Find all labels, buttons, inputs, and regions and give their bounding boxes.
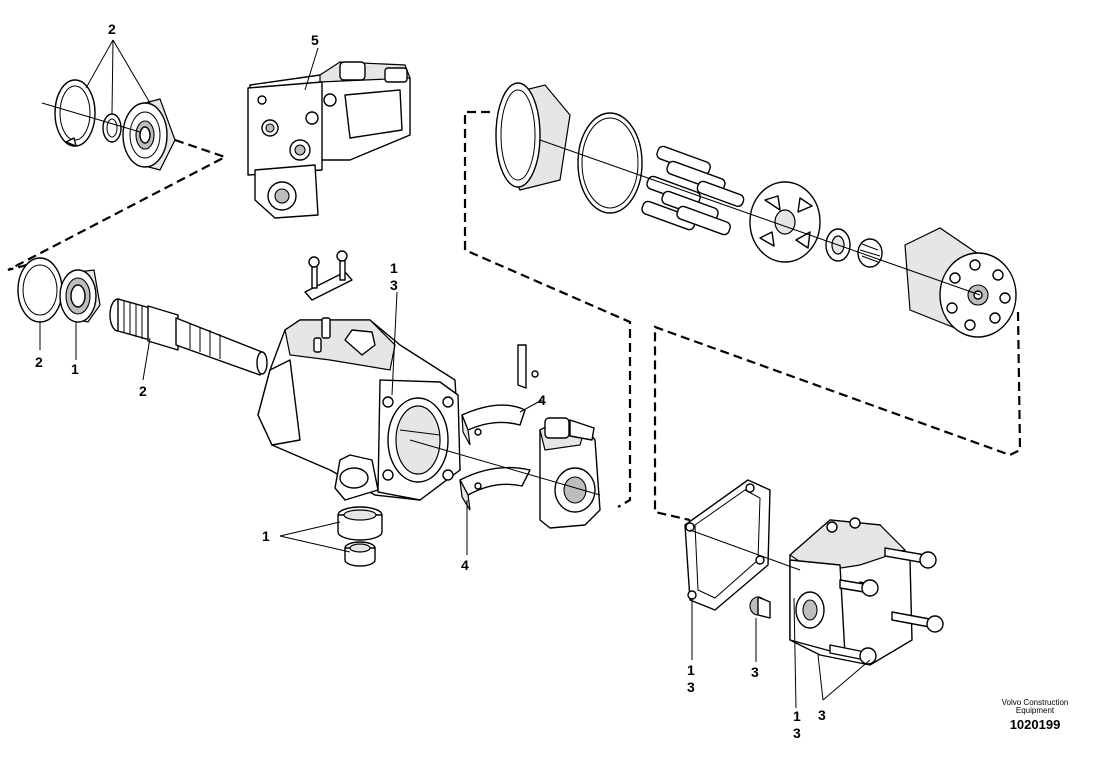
- swash-plate-part: [539, 417, 601, 529]
- shaft-seal-ring-part: [17, 257, 63, 323]
- axis-line-4: [689, 529, 801, 571]
- callout-5-top: 5: [311, 32, 319, 48]
- piston-set-part: [641, 145, 745, 236]
- axis-line-2: [409, 439, 601, 496]
- bearing-shell-upper-part: [461, 404, 526, 446]
- callout-3-gasket: 3: [687, 679, 695, 695]
- callout-1-cover: 1: [793, 708, 801, 724]
- cylinder-block-part: [904, 227, 1017, 338]
- cylinder-liner-part: [495, 82, 571, 191]
- callout-3-cover: 3: [793, 725, 801, 741]
- callout-3-mid: 3: [390, 277, 398, 293]
- gasket-part: [684, 479, 771, 611]
- axis-line: [41, 102, 141, 133]
- drawing-number: 1020199: [1010, 717, 1061, 732]
- callout-2-left-a: 2: [35, 354, 43, 370]
- plug-upper-part: [337, 506, 383, 541]
- plug-small-part: [749, 596, 771, 619]
- ball-bearing-part: [122, 98, 176, 171]
- callout-labels: 2 5 2 1 2 1 3 4 4 1 1 3 3 1 3 3: [35, 21, 826, 741]
- leader-lines: [39, 39, 871, 709]
- bearing-shell-lower-part: [459, 466, 531, 511]
- callout-4-right-a: 4: [538, 392, 546, 408]
- axis-line-3: [539, 139, 981, 296]
- shaft-seal-part: [59, 269, 101, 323]
- callout-1-bottom: 1: [262, 528, 270, 544]
- retainer-plate-part: [749, 181, 821, 263]
- callout-1-gasket: 1: [687, 662, 695, 678]
- pump-housing-part: [257, 319, 461, 501]
- callout-1-mid: 1: [390, 260, 398, 276]
- callout-2-top: 2: [108, 21, 116, 37]
- retainer-strip-part: [517, 344, 539, 389]
- credit-line-1: Volvo Construction: [1002, 698, 1069, 707]
- callout-3-bolts: 3: [818, 707, 826, 723]
- callout-3-plug: 3: [751, 664, 759, 680]
- callout-1-left: 1: [71, 361, 79, 377]
- drive-shaft-part: [109, 298, 268, 376]
- credit-block: Volvo Construction Equipment 1020199: [1002, 698, 1069, 732]
- end-cover-part: [789, 517, 913, 666]
- spring-part: [857, 238, 883, 268]
- o-ring-large-part: [577, 112, 643, 214]
- control-valve-part: [247, 61, 411, 219]
- swash-pin-part: [313, 317, 331, 353]
- callout-4-right-b: 4: [461, 557, 469, 573]
- credit-line-2: Equipment: [1016, 706, 1055, 715]
- plug-lower-part: [344, 541, 376, 567]
- o-ring-small-part: [102, 113, 122, 143]
- callout-2-left-b: 2: [139, 383, 147, 399]
- locking-plate-part: [304, 250, 353, 301]
- cover-bolts-part: [829, 547, 944, 665]
